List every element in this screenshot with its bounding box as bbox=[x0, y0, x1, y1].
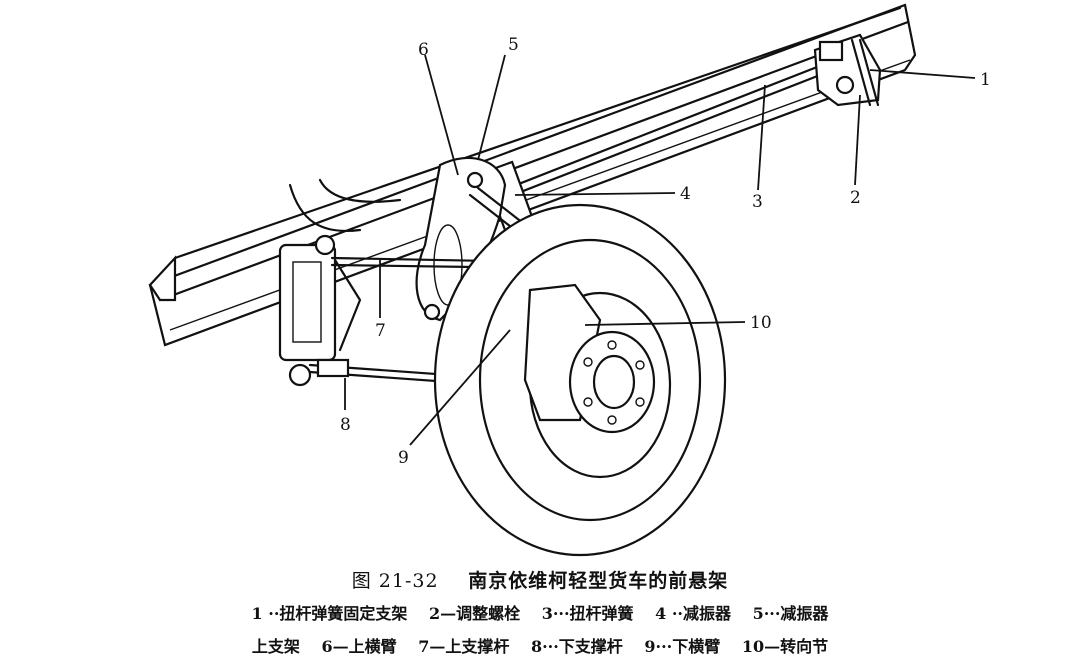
callout-9: 9 bbox=[398, 448, 409, 468]
torsion-bar-spring bbox=[463, 58, 840, 215]
legend-item: 3···扭杆弹簧 bbox=[541, 604, 634, 623]
torsion-bar-bracket bbox=[813, 33, 882, 107]
legend-item: 9···下横臂 bbox=[644, 637, 721, 656]
callout-4: 4 bbox=[680, 184, 691, 204]
figure-title: 南京依维柯轻型货车的前悬架 bbox=[468, 570, 729, 592]
legend-item: 5···减振器 bbox=[752, 604, 829, 623]
legend-item: 6—上横臂 bbox=[321, 637, 397, 656]
callout-6: 6 bbox=[418, 40, 429, 60]
legend-item: 1 ··扭杆弹簧固定支架 bbox=[251, 604, 408, 623]
callout-1: 1 bbox=[980, 70, 991, 90]
legend-item: 上支架 bbox=[251, 637, 300, 656]
callout-3: 3 bbox=[752, 192, 763, 212]
legend-item: 10—转向节 bbox=[741, 637, 829, 656]
callout-7: 7 bbox=[375, 321, 386, 341]
figure-caption: 图 21-32 南京依维柯轻型货车的前悬架 bbox=[0, 566, 1080, 593]
callout-5: 5 bbox=[508, 35, 519, 55]
upper-control-arm bbox=[415, 156, 570, 322]
legend-item: 7—上支撑杆 bbox=[418, 637, 510, 656]
figure-number: 图 21-32 bbox=[351, 570, 439, 592]
callout-2: 2 bbox=[850, 188, 861, 208]
callout-10: 10 bbox=[750, 313, 772, 333]
legend-item: 2—调整螺栓 bbox=[428, 604, 521, 623]
leader-lines bbox=[344, 54, 976, 446]
legend-item: 4 ··减振器 bbox=[655, 604, 731, 623]
legend-line-1: 1 ··扭杆弹簧固定支架 2—调整螺栓 3···扭杆弹簧 4 ··减振器 5··… bbox=[0, 600, 1080, 624]
steering-knuckle bbox=[523, 283, 656, 434]
legend-line-2: 上支架 6—上横臂 7—上支撑杆 8···下支撑杆 9···下横臂 10—转向节 bbox=[0, 633, 1080, 657]
callout-8: 8 bbox=[340, 415, 351, 435]
callouts: 1 2 3 4 5 6 7 8 9 10 bbox=[340, 35, 991, 468]
legend-item: 8···下支撑杆 bbox=[530, 637, 623, 656]
strut-bracket bbox=[278, 234, 362, 387]
suspension-diagram: 1 2 3 4 5 6 7 8 9 10 bbox=[148, 3, 991, 557]
